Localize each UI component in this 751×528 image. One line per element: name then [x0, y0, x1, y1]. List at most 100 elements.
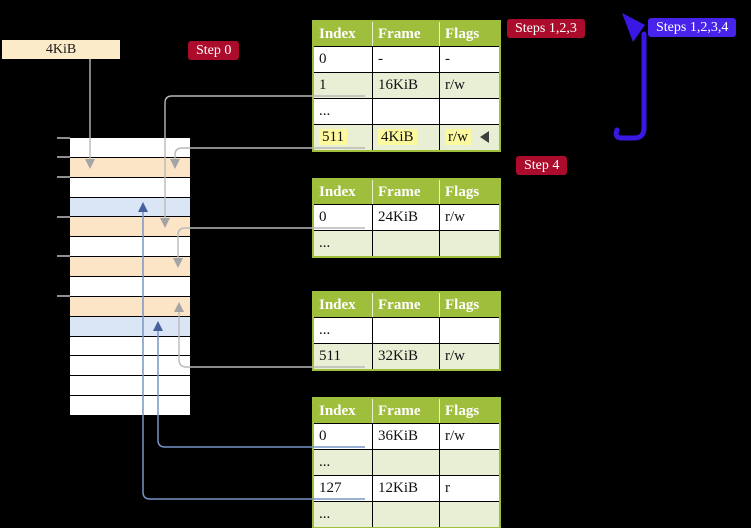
table-cell: [372, 230, 440, 258]
table-cell-value: -: [445, 51, 450, 67]
column-header: Index: [313, 179, 373, 205]
table-cell: r/w: [439, 204, 501, 231]
table-cell-value: ...: [319, 454, 331, 470]
table-cell-value: r/w: [445, 77, 465, 93]
table-cell-value: 12KiB: [378, 480, 419, 496]
memory-row-7: [70, 277, 190, 297]
memory-row-6: [70, 257, 190, 278]
table-cell: [372, 501, 440, 528]
table-cell: r/w: [439, 423, 501, 450]
table-cell-value: r/w: [445, 348, 465, 364]
column-header: Index: [313, 292, 373, 318]
table-cell: 0: [312, 46, 373, 73]
table-cell: [372, 317, 440, 344]
table-cell: 0: [312, 204, 373, 231]
table-cell: [439, 449, 501, 476]
table-cell: 4KiB: [372, 124, 440, 152]
tick-mark: [57, 176, 70, 178]
table-cell-value: 36KiB: [378, 428, 419, 444]
table-cell: 1: [312, 72, 373, 99]
table-row: ...: [312, 501, 501, 528]
memory-row-0: [70, 138, 190, 158]
column-header: Index: [313, 21, 373, 47]
table-row: ...: [312, 317, 501, 344]
table-row: ...: [312, 449, 501, 476]
table-cell-value: ...: [319, 322, 331, 338]
tick-mark: [57, 156, 70, 158]
memory-row-11: [70, 356, 190, 377]
table-cell: 32KiB: [372, 343, 440, 371]
column-header: Frame: [372, 292, 440, 318]
table-cell-value: -: [378, 51, 383, 67]
tick-mark: [57, 255, 70, 257]
table-cell: -: [439, 46, 501, 73]
table-cell: [372, 449, 440, 476]
step-4-label: Step 4: [516, 156, 568, 175]
table-cell-value: 4KiB: [378, 129, 417, 145]
loop-arrow: [613, 31, 647, 141]
table-cell-value: r/w: [445, 428, 465, 444]
table-cell: ...: [312, 501, 373, 528]
table-cell: ...: [312, 317, 373, 344]
table-cell-value: r: [445, 480, 450, 496]
table-cell-value: r/w: [445, 129, 471, 145]
column-header: Frame: [372, 398, 440, 424]
table-cell: [439, 230, 501, 258]
table-cell: r: [439, 475, 501, 502]
table-cell-value: 511: [319, 129, 347, 145]
table-cell: [439, 98, 501, 125]
physical-memory-column: [70, 138, 190, 417]
step-0-label: Step 0: [188, 41, 240, 60]
table-row: 0 36KiB r/w: [312, 423, 501, 450]
tick-mark: [57, 137, 70, 139]
column-header: Index: [313, 398, 373, 424]
table-cell-value: 32KiB: [378, 348, 419, 364]
table-row: 0 24KiB r/w: [312, 204, 501, 231]
column-header: Flags: [439, 179, 500, 205]
table-cell: ...: [312, 449, 373, 476]
table-cell: r/w: [439, 124, 501, 152]
table-cell: [439, 317, 501, 344]
table-cell: 12KiB: [372, 475, 440, 502]
table-cell: -: [372, 46, 440, 73]
table-cell-value: ...: [319, 103, 331, 119]
steps-1234-label: Steps 1,2,3,4: [648, 18, 737, 37]
table-row: 511 32KiB r/w: [312, 343, 501, 371]
table-cell-value: 1: [319, 77, 327, 93]
column-header: Flags: [439, 398, 500, 424]
page-size-label: 4KiB: [2, 40, 120, 59]
memory-row-3: [70, 197, 190, 218]
table-cell-value: ...: [319, 235, 331, 251]
table-cell: 16KiB: [372, 72, 440, 99]
table-cell-value: 24KiB: [378, 209, 419, 225]
table-cell: 511: [312, 124, 373, 152]
table-cell: 24KiB: [372, 204, 440, 231]
table-cell: [439, 501, 501, 528]
table-row: ...: [312, 230, 501, 258]
table-cell: 36KiB: [372, 423, 440, 450]
column-header: Frame: [372, 179, 440, 205]
table-cell: 511: [312, 343, 373, 371]
table-row: 0--: [312, 46, 501, 73]
memory-row-4: [70, 217, 190, 238]
column-header: Frame: [372, 21, 440, 47]
memory-row-1: [70, 157, 190, 178]
table-cell: 127: [312, 475, 373, 502]
table-cell: r/w: [439, 343, 501, 371]
column-header: Flags: [439, 292, 500, 318]
loop-arrowhead-icon: [622, 13, 645, 42]
memory-row-2: [70, 177, 190, 198]
table-cell-value: 0: [319, 428, 327, 444]
table-cell-value: 0: [319, 209, 327, 225]
memory-row-12: [70, 376, 190, 397]
memory-row-13: [70, 396, 190, 417]
table-cell: r/w: [439, 72, 501, 99]
table-cell: ...: [312, 230, 373, 258]
